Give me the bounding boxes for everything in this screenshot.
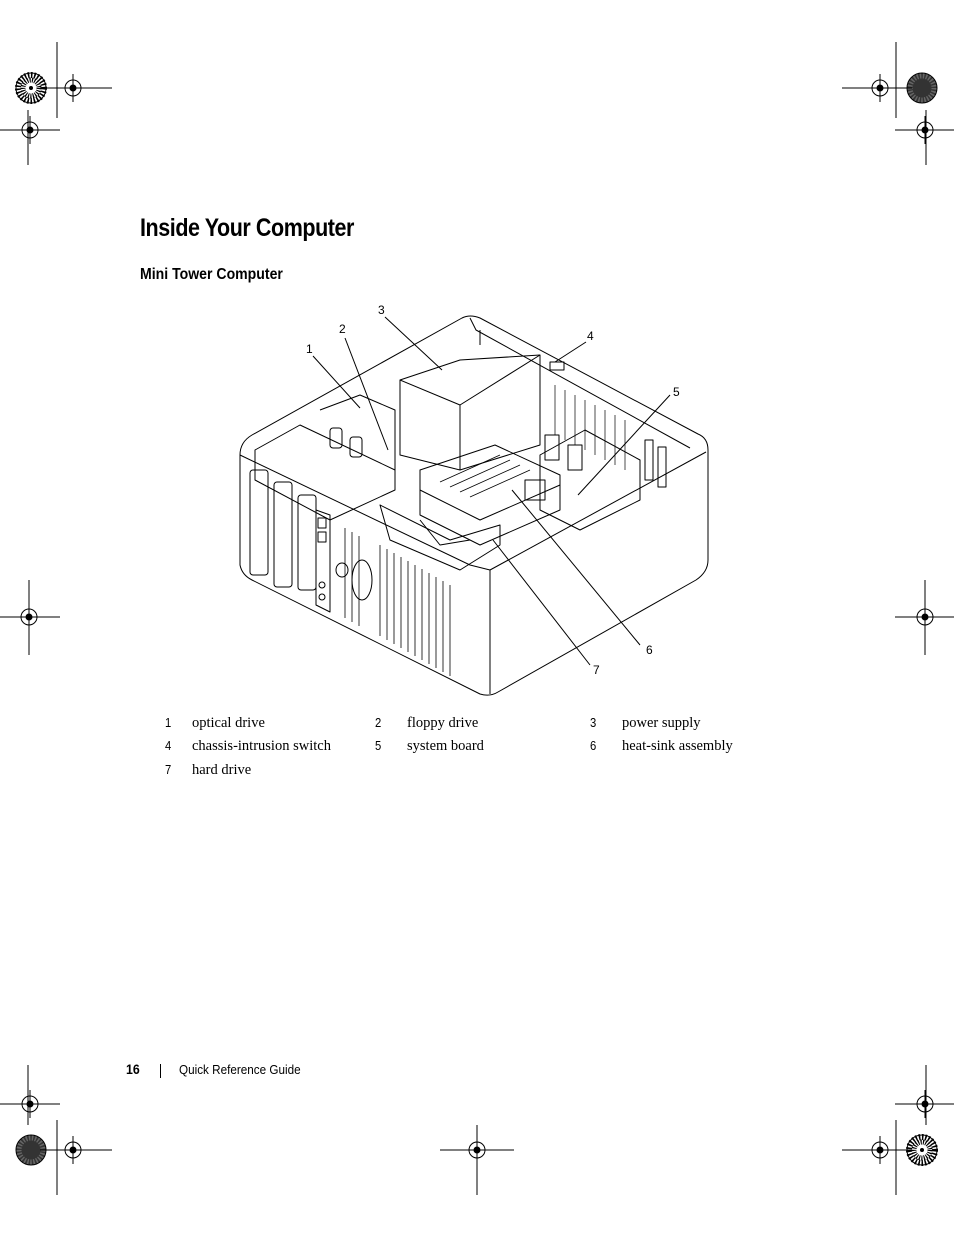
section-title: Mini Tower Computer (140, 266, 283, 283)
legend-number: 2 (375, 716, 382, 730)
callout-6: 6 (646, 643, 653, 657)
legend-label: chassis-intrusion switch (192, 738, 331, 754)
legend-label: optical drive (192, 715, 265, 731)
legend-label: system board (407, 738, 484, 754)
legend-label: heat-sink assembly (622, 738, 733, 754)
legend-number: 4 (165, 739, 172, 753)
page-number: 16 (126, 1061, 140, 1077)
callout-5: 5 (673, 385, 680, 399)
page-title: Inside Your Computer (140, 214, 354, 242)
legend-number: 3 (590, 716, 597, 730)
legend-number: 7 (165, 763, 172, 777)
footer-divider (160, 1064, 161, 1078)
callout-1: 1 (306, 342, 313, 356)
computer-interior-illustration (239, 315, 709, 696)
legend-label: floppy drive (407, 715, 479, 731)
legend-label: hard drive (192, 762, 252, 778)
callout-3: 3 (378, 303, 385, 317)
legend-number: 1 (165, 716, 172, 730)
callout-4: 4 (587, 329, 594, 343)
legend-number: 6 (590, 739, 597, 753)
legend-label: power supply (622, 715, 701, 731)
callout-7: 7 (593, 663, 600, 677)
callout-2: 2 (339, 322, 346, 336)
footer-doc-title: Quick Reference Guide (179, 1062, 301, 1077)
legend-number: 5 (375, 739, 382, 753)
